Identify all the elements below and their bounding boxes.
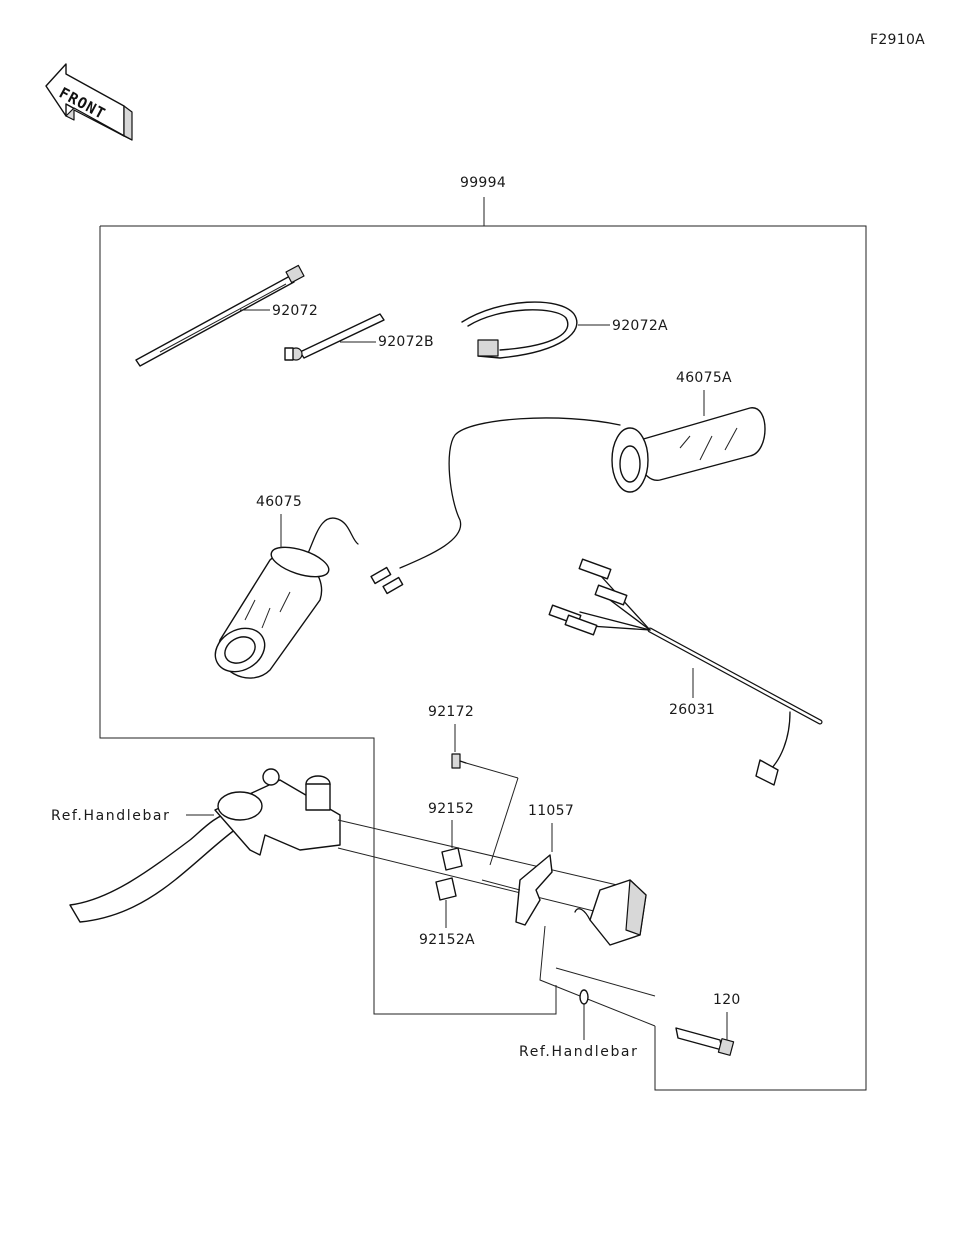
label-tie-band-b: 92072B (378, 334, 434, 350)
grip-left (214, 517, 359, 679)
label-harness: 26031 (669, 702, 715, 718)
collar (441, 847, 463, 871)
washer (579, 989, 589, 1005)
switch-housing (574, 879, 647, 946)
ref-handlebar-upper: Ref.Handlebar (51, 808, 170, 824)
tie-band-b (284, 313, 385, 361)
tie-band-long (135, 264, 305, 367)
label-grip-right: 46075A (676, 370, 732, 386)
kit-frame (100, 225, 867, 1091)
wiring-harness (548, 558, 823, 786)
bar-line-bottom (337, 847, 611, 916)
label-tie-band-a: 92072A (612, 318, 668, 334)
bracket (481, 854, 553, 926)
tie-band-a (461, 301, 578, 359)
figure-code: F2910A (870, 32, 925, 48)
clutch-lever (69, 768, 341, 923)
screw-projection (489, 777, 519, 866)
kit-frame-left (99, 226, 557, 1015)
bracket-projection-2 (555, 967, 656, 997)
label-grip-left: 46075 (256, 494, 302, 510)
bracket-projection (539, 925, 656, 1027)
ref-handlebar-lower: Ref.Handlebar (519, 1044, 638, 1060)
label-collar: 92152 (428, 801, 474, 817)
collar-a (435, 877, 457, 901)
label-tie-band: 92072 (272, 303, 318, 319)
grip-right (370, 407, 766, 595)
label-screw: 92172 (428, 704, 474, 720)
screw (451, 753, 519, 779)
kit-part-number: 99994 (460, 175, 506, 191)
label-bracket: 11057 (528, 803, 574, 819)
label-collar-a: 92152A (419, 932, 475, 948)
bolt (675, 1027, 735, 1056)
front-arrow-icon: FRONT (45, 63, 133, 141)
bar-line-top (337, 819, 631, 889)
label-bolt: 120 (713, 992, 741, 1008)
